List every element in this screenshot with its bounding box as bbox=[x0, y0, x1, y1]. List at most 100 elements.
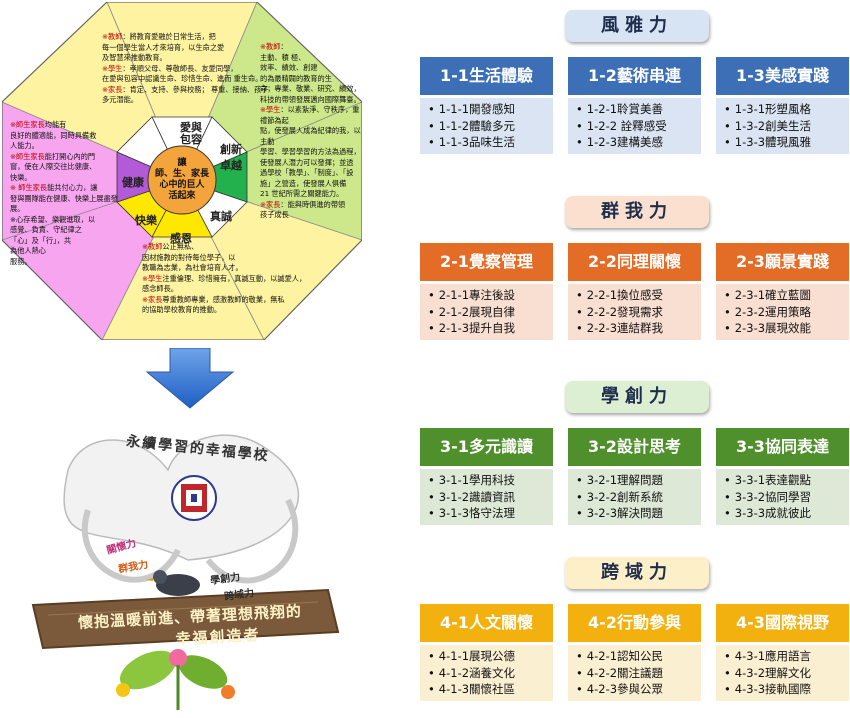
role-text: 命；專業、敬業、研究、績效， bbox=[260, 84, 361, 93]
card-title: 2-1覺察管理 bbox=[420, 243, 553, 281]
card-title: 3-3協同表達 bbox=[716, 428, 849, 466]
card-title: 3-2設計思考 bbox=[568, 428, 701, 466]
octagon-text-line: 感覺、負責、守紀律之 bbox=[10, 225, 120, 236]
card-item: 2-2-3連結群我 bbox=[576, 320, 701, 337]
card-item: 1-1-2體驗多元 bbox=[428, 118, 553, 135]
octagon-text-line: ※學生：以素紮淨、守秩序，重禮節為起 bbox=[260, 105, 362, 126]
card-item: 1-3-2創美生活 bbox=[724, 118, 849, 135]
card-item: 3-1-1學用科技 bbox=[428, 472, 553, 489]
card-item: 1-2-1聆賞美善 bbox=[576, 101, 701, 118]
value-love: 愛與 包容 bbox=[176, 122, 206, 146]
octagon-text-line: 21 世紀所需之關鍵能力。 bbox=[260, 189, 362, 200]
card-item: 3-2-1理解問題 bbox=[576, 472, 701, 489]
card-item: 3-1-2識讀資訊 bbox=[428, 489, 553, 506]
octagon-text-line: 每一個學生當人才來培育，以生命之愛 bbox=[102, 43, 292, 54]
card-title: 1-1生活體驗 bbox=[420, 57, 553, 95]
role-text: 效率、績效、創建 bbox=[260, 63, 318, 72]
octagon-text-line: 學習、學習學習的方法為過程， bbox=[260, 147, 362, 158]
card-item: 3-3-3成就彼此 bbox=[724, 505, 849, 522]
octagon-text-line: 點，使發展人成為紀律的我，以主動 bbox=[260, 126, 362, 147]
role-text: 過學校「教學」、「制度」、「設 bbox=[260, 168, 354, 177]
role-text: 為他人熱心 bbox=[10, 246, 46, 255]
card-item: 4-3-1應用語言 bbox=[724, 648, 849, 665]
card-item: 3-1-3恪守法理 bbox=[428, 505, 553, 522]
role-tag: ※學生 bbox=[102, 63, 123, 73]
role-text: 公正無私、 bbox=[162, 242, 199, 251]
octagon-text-line: ※師生家長能打開心內的門 bbox=[10, 152, 120, 163]
card-item: 1-1-1開發感知 bbox=[428, 101, 553, 118]
role-text: ： bbox=[280, 42, 288, 51]
octagon-text-line: 在愛與包容中認識生命、珍惜生命、進而 重生命。 bbox=[102, 74, 292, 85]
card-item: 2-1-2展現自律 bbox=[428, 304, 553, 321]
value-happiness: 快樂 bbox=[135, 214, 157, 227]
role-text: 科技的帶領發展邁向國際舞臺。 bbox=[260, 94, 361, 104]
role-text: 的為最精闢的教育的生 bbox=[260, 73, 332, 83]
role-text: 多元潛能。 bbox=[102, 95, 138, 104]
card-item: 1-2-3建構美感 bbox=[576, 134, 701, 151]
role-tag: ※學生 bbox=[142, 273, 163, 283]
role-tag: ※教師 bbox=[260, 42, 281, 51]
card-item: 2-2-1換位感受 bbox=[576, 287, 701, 304]
card-body: 4-1-1展現公德4-1-2涵養文化4-1-3關懷社區 bbox=[420, 645, 553, 701]
card-item-list: 4-2-1認知公民4-2-2關注議題4-2-3參與公眾 bbox=[568, 645, 701, 698]
role-tag: ※學生 bbox=[260, 105, 281, 114]
role-text: 及智慧來推動教育。 bbox=[102, 53, 167, 62]
octagon-text-line: 孩子成長 bbox=[260, 210, 362, 221]
octagon-text-line: ※家長：肯定、支持、參與校務； 尊重、接納、孩子 bbox=[102, 85, 292, 96]
role-text: 主動、積 極、 bbox=[260, 52, 306, 62]
card-item: 1-1-3品味生活 bbox=[428, 134, 553, 151]
card-title: 4-3國際視野 bbox=[716, 604, 849, 642]
card-item-list: 3-3-1表達觀點3-3-2協同學習3-3-3成就彼此 bbox=[716, 469, 849, 522]
value-sincerity: 真誠 bbox=[210, 210, 232, 223]
role-tag: ※教師 bbox=[102, 32, 123, 41]
octagon-text-line: 快樂。 bbox=[10, 173, 120, 184]
card-body: 4-2-1認知公民4-2-2關注議題4-2-3參與公眾 bbox=[568, 645, 701, 701]
card-item: 4-1-3關懷社區 bbox=[428, 681, 553, 698]
card-item: 4-2-1認知公民 bbox=[576, 648, 701, 665]
role-text: 窗，使在人際交往比健康、 bbox=[10, 162, 97, 171]
role-text: 人能力。 bbox=[10, 141, 39, 150]
card-item: 2-1-3提升自我 bbox=[428, 320, 553, 337]
card-item: 4-1-2涵養文化 bbox=[428, 665, 553, 682]
octagon-text-line: 為他人熱心 bbox=[10, 246, 120, 257]
octagon-text-line: 科技的帶領發展邁向國際舞臺。 bbox=[260, 95, 362, 106]
card-item: 3-2-2創新系統 bbox=[576, 489, 701, 506]
octagon-text-line: 因材施教的對待每位學子，以 bbox=[142, 253, 342, 264]
card-item: 2-3-1確立藍圖 bbox=[724, 287, 849, 304]
octagon-text-line: ※ 師生家長能共付心力，讓 bbox=[10, 183, 120, 194]
role-text: 注重倫理、珍惜擁有，真誠互動，以誠愛人， bbox=[162, 273, 307, 283]
card-title: 1-2藝術串連 bbox=[568, 57, 701, 95]
role-text: 能共付心力，讓 bbox=[47, 183, 98, 192]
role-text: ※心存希望、樂觀進取，以 bbox=[10, 214, 96, 224]
card-title: 2-3願景實踐 bbox=[716, 243, 849, 281]
role-text: 學習、學習學習的方法為過程， bbox=[260, 147, 361, 156]
center-line-1: 讓 bbox=[177, 158, 187, 168]
role-text: ：肯定、支持、參與校務； 尊重、接納、孩子 bbox=[122, 84, 269, 94]
card-item-list: 3-1-1學用科技3-1-2識讀資訊3-1-3恪守法理 bbox=[420, 469, 553, 522]
card-title: 3-1多元識讀 bbox=[420, 428, 553, 466]
card-body: 1-3-1形塑風格1-3-2創美生活1-3-3體現風雅 bbox=[716, 98, 849, 154]
role-tag: ※教師 bbox=[142, 242, 163, 251]
octagon-text-line: 良好的體適能，同時具備救 bbox=[10, 131, 120, 142]
role-text: ：能與時俱進的帶領 bbox=[280, 199, 346, 209]
role-text: 「心」及「行」，共 bbox=[10, 235, 72, 245]
value-innovation: 創新 卓越 bbox=[220, 142, 250, 174]
card-item: 4-3-3接軌國際 bbox=[724, 681, 849, 698]
octagon-text-line: 教職為志業，為社會培育人才。 bbox=[142, 263, 342, 274]
octagon-text-line: 使發展人潛力可以發揮；並透 bbox=[260, 158, 362, 169]
role-tag: ※師生家長 bbox=[10, 120, 45, 129]
card-item: 4-3-2理解文化 bbox=[724, 665, 849, 682]
card-item-list: 3-2-1理解問題3-2-2創新系統3-2-3解決問題 bbox=[568, 469, 701, 522]
card-item: 4-2-2關注議題 bbox=[576, 665, 701, 682]
role-text: 服務。 bbox=[10, 256, 32, 266]
card-body: 1-2-1聆賞美善1-2-2 詮釋感受1-2-3建構美感 bbox=[568, 98, 701, 154]
card-item: 1-3-1形塑風格 bbox=[724, 101, 849, 118]
section-banner: 跨域力 bbox=[565, 557, 709, 589]
card-item-list: 4-1-1展現公德4-1-2涵養文化4-1-3關懷社區 bbox=[420, 645, 553, 698]
octagon-text-line: 多元潛能。 bbox=[102, 95, 292, 106]
octagon-text-line: 命；專業、敬業、研究、績效， bbox=[260, 84, 362, 95]
card-item-list: 1-3-1形塑風格1-3-2創美生活1-3-3體現風雅 bbox=[716, 98, 849, 151]
card-item: 2-1-1專注後設 bbox=[428, 287, 553, 304]
center-line-4: 活起來 bbox=[168, 191, 196, 201]
card-item: 3-3-2協同學習 bbox=[724, 489, 849, 506]
